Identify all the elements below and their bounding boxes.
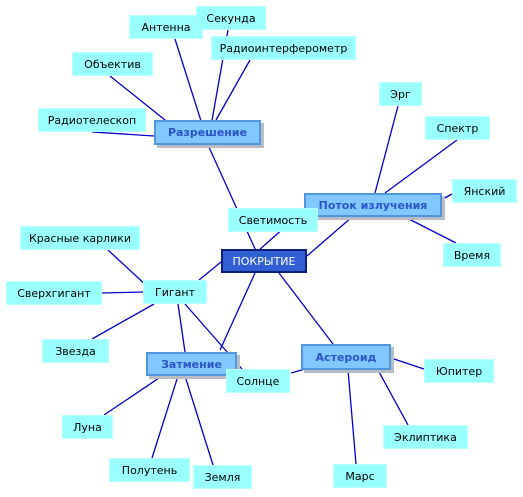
node-asteroid[interactable]: Астероид [301,344,391,370]
node-yupiter[interactable]: Юпитер [424,359,494,383]
connector-line [91,131,155,137]
connector-line [101,291,144,294]
connector-line [390,357,425,370]
connector-line [103,375,163,416]
node-solntse[interactable]: Солнце [226,369,290,393]
connector-line [219,272,256,351]
connector-line [91,303,155,340]
node-zatmenie[interactable]: Затмение [146,352,237,376]
connector-line [384,139,458,194]
connector-line [151,375,179,459]
node-krasnye-karliki[interactable]: Красные карлики [20,226,140,250]
node-erg[interactable]: Эрг [379,82,422,106]
node-obektiv[interactable]: Объектив [72,52,153,76]
connector-line [107,249,149,288]
node-radiointerferometr[interactable]: Радиоинтерферометр [211,36,356,60]
node-ekliptika[interactable]: Эклиптика [383,425,468,449]
connector-line [207,144,257,252]
connector-line [440,193,453,201]
connector-line [198,261,222,281]
node-razreshenie[interactable]: Разрешение [154,120,261,145]
node-sverkhgigant[interactable]: Сверхгигант [6,281,102,305]
node-gigant[interactable]: Гигант [143,280,207,304]
node-spektr[interactable]: Спектр [425,116,490,140]
node-mars[interactable]: Марс [333,464,387,488]
connector-line [215,59,251,121]
node-pokrytie-root[interactable]: ПОКРЫТИЕ [221,249,307,273]
node-polutin[interactable]: Полутень [109,458,190,482]
node-radioteleskop[interactable]: Радиотелескоп [38,108,146,132]
connector-line [374,105,399,194]
node-potok-izlucheniya[interactable]: Поток излучения [304,193,442,217]
node-vremya[interactable]: Время [443,243,501,267]
connector-line [184,375,214,466]
node-svetimost[interactable]: Светимость [228,208,318,232]
node-antenna[interactable]: Антенна [129,15,203,39]
connector-line [278,272,334,345]
connector-line [347,369,357,465]
node-luna[interactable]: Луна [62,415,113,439]
connector-line [404,216,457,244]
node-zvezda[interactable]: Звезда [42,339,109,363]
node-yanskiy[interactable]: Янский [452,179,517,203]
connector-line [377,369,409,426]
connector-line [306,216,353,257]
node-sekunda[interactable]: Секунда [196,6,266,30]
node-zemlya[interactable]: Земля [193,465,252,489]
connector-line [177,303,186,353]
